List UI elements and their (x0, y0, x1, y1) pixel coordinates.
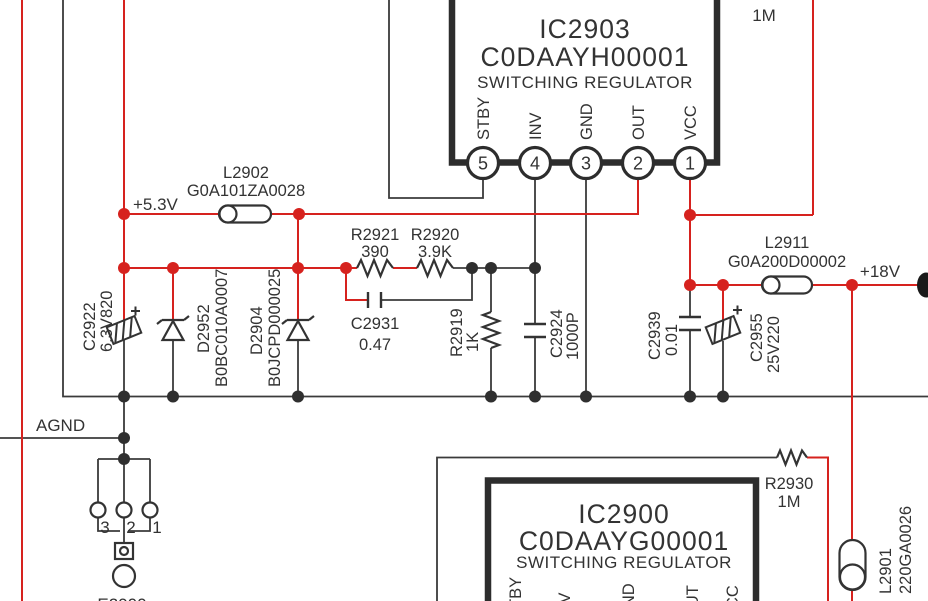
c2939-value: 0.01 (663, 324, 681, 356)
l2901-ref: L2901 (877, 548, 895, 594)
d2904-part: B0JCPD000025 (266, 269, 284, 387)
ic2903-pin4 (517, 145, 553, 181)
l2902-ref: L2902 (223, 164, 269, 182)
d2952-ref: D2952 (195, 304, 213, 353)
connector-pin2-circle (115, 501, 133, 519)
junction-dots-black (118, 262, 729, 465)
ic2903-pin3 (568, 145, 604, 181)
connector-e2900 (89, 501, 159, 589)
wire-ground-bus (62, 0, 928, 398)
ic2900-pin2-name: OUT (684, 585, 702, 601)
net-18v-label: +18V (860, 262, 901, 281)
c2955-value: 25V220 (765, 316, 783, 373)
ic2900-pin3-name: GND (620, 583, 638, 601)
c2922-ref: C2922 (81, 302, 99, 351)
c2922-value: 6.3V820 (98, 291, 116, 352)
ic2900-pin5-name: STBY (507, 577, 525, 601)
ic2900-box (484, 477, 760, 601)
zener-d2952 (156, 315, 190, 342)
c2955-plus-icon (733, 305, 742, 315)
wire-c2931-return (381, 268, 473, 301)
inductor-l2911 (760, 275, 814, 295)
r2921-value: 390 (361, 243, 389, 261)
c2924-value: 1000P (564, 312, 582, 360)
r2919-ref: R2919 (448, 308, 466, 357)
connector-pin3-num: 3 (100, 518, 109, 537)
c2939-ref: C2939 (646, 311, 664, 360)
r2919-value: 1K (464, 332, 482, 352)
capacitor-c2939 (679, 315, 701, 332)
ic2903-type: SWITCHING REGULATOR (477, 73, 693, 92)
connector-pin3-circle (89, 501, 107, 519)
c2955-ref: C2955 (748, 313, 766, 362)
ic2903-pin4-num: 4 (530, 154, 540, 174)
connector-pin1-num: 1 (152, 518, 161, 537)
ic2903-pin5 (465, 145, 501, 181)
ic2903-pin1-num: 1 (685, 154, 695, 174)
r2921-ref: R2921 (351, 226, 400, 244)
ic2903-ref: IC2903 (539, 14, 630, 44)
ic2900-part: C0DAAYG00001 (519, 526, 729, 556)
capacitor-c2931 (366, 292, 383, 308)
r2920-value: 3.9K (418, 243, 452, 261)
c2922-plus-icon (131, 306, 140, 316)
net-agnd-label: AGND (36, 416, 85, 435)
inductor-l2901 (838, 538, 867, 592)
terminal-eyelet (111, 563, 137, 589)
ic2903-pin1 (672, 145, 708, 181)
d2952-part: B0BC010A0007 (213, 269, 231, 387)
r2930-ref: R2930 (765, 475, 814, 493)
ic2903-pin1-name: VCC (682, 105, 700, 140)
wire-c2931-left (345, 268, 368, 301)
wire-r2930-out (807, 456, 829, 601)
ic2903-pin5-num: 5 (478, 154, 488, 174)
r2920-ref: R2920 (411, 226, 460, 244)
ic2900-type: SWITCHING REGULATOR (516, 553, 732, 572)
l2901-part: 220GA0026 (897, 506, 915, 594)
l2911-ref: L2911 (765, 234, 810, 252)
ic2903-pins (465, 145, 708, 181)
resistor-r2921 (356, 257, 394, 279)
c2931-ref: C2931 (351, 315, 400, 333)
ic2903-pin4-name: INV (527, 112, 545, 140)
ic2903-pin3-num: 3 (581, 154, 591, 174)
ic2900-pin1-name: VCC (724, 585, 742, 601)
ic2903-pin3-name: GND (578, 103, 596, 140)
resistors (356, 257, 808, 468)
resistor-r2920 (416, 257, 454, 279)
rtop-value: 1M (752, 6, 776, 25)
resistor-r2930 (775, 447, 808, 468)
capacitor-c2922 (105, 314, 143, 346)
ic2900-ref: IC2900 (578, 499, 669, 529)
resistor-r2919 (479, 310, 503, 350)
capacitor-c2955 (704, 314, 742, 346)
c2924-ref: C2924 (548, 309, 566, 358)
r2930-value: 1M (778, 493, 801, 511)
wire-vcc (689, 0, 814, 285)
ic2903-pin2-num: 2 (633, 154, 643, 174)
net-53v-label: +5.3V (133, 195, 179, 214)
connector-pin2-num: 2 (126, 518, 135, 537)
c2931-value: 0.47 (359, 336, 391, 354)
ic2903-pin2-name: OUT (630, 105, 648, 140)
ic2903-part: C0DAAYH00001 (481, 42, 690, 72)
l2911-part: G0A200D00002 (728, 253, 846, 271)
zener-d2904 (281, 315, 315, 342)
ic2903-pin2 (620, 145, 656, 181)
junction-dots-red (118, 208, 858, 291)
wire-r2930 (436, 456, 777, 601)
inductor-l2902 (217, 204, 273, 224)
wire-pin5-stby (388, 0, 484, 199)
ic2900-pin4-name: INV (556, 592, 574, 601)
d2904-ref: D2904 (248, 306, 266, 355)
capacitor-c2924 (524, 322, 546, 339)
terminal-box-eye (118, 545, 130, 557)
ic2903-pin5-name: STBY (475, 97, 493, 140)
edge-component-stub (917, 272, 928, 298)
connector-pin1-circle (141, 501, 159, 519)
connector-ref: E2900 (97, 595, 146, 601)
l2902-part: G0A101ZA0028 (187, 182, 305, 200)
capacitors (366, 292, 701, 339)
